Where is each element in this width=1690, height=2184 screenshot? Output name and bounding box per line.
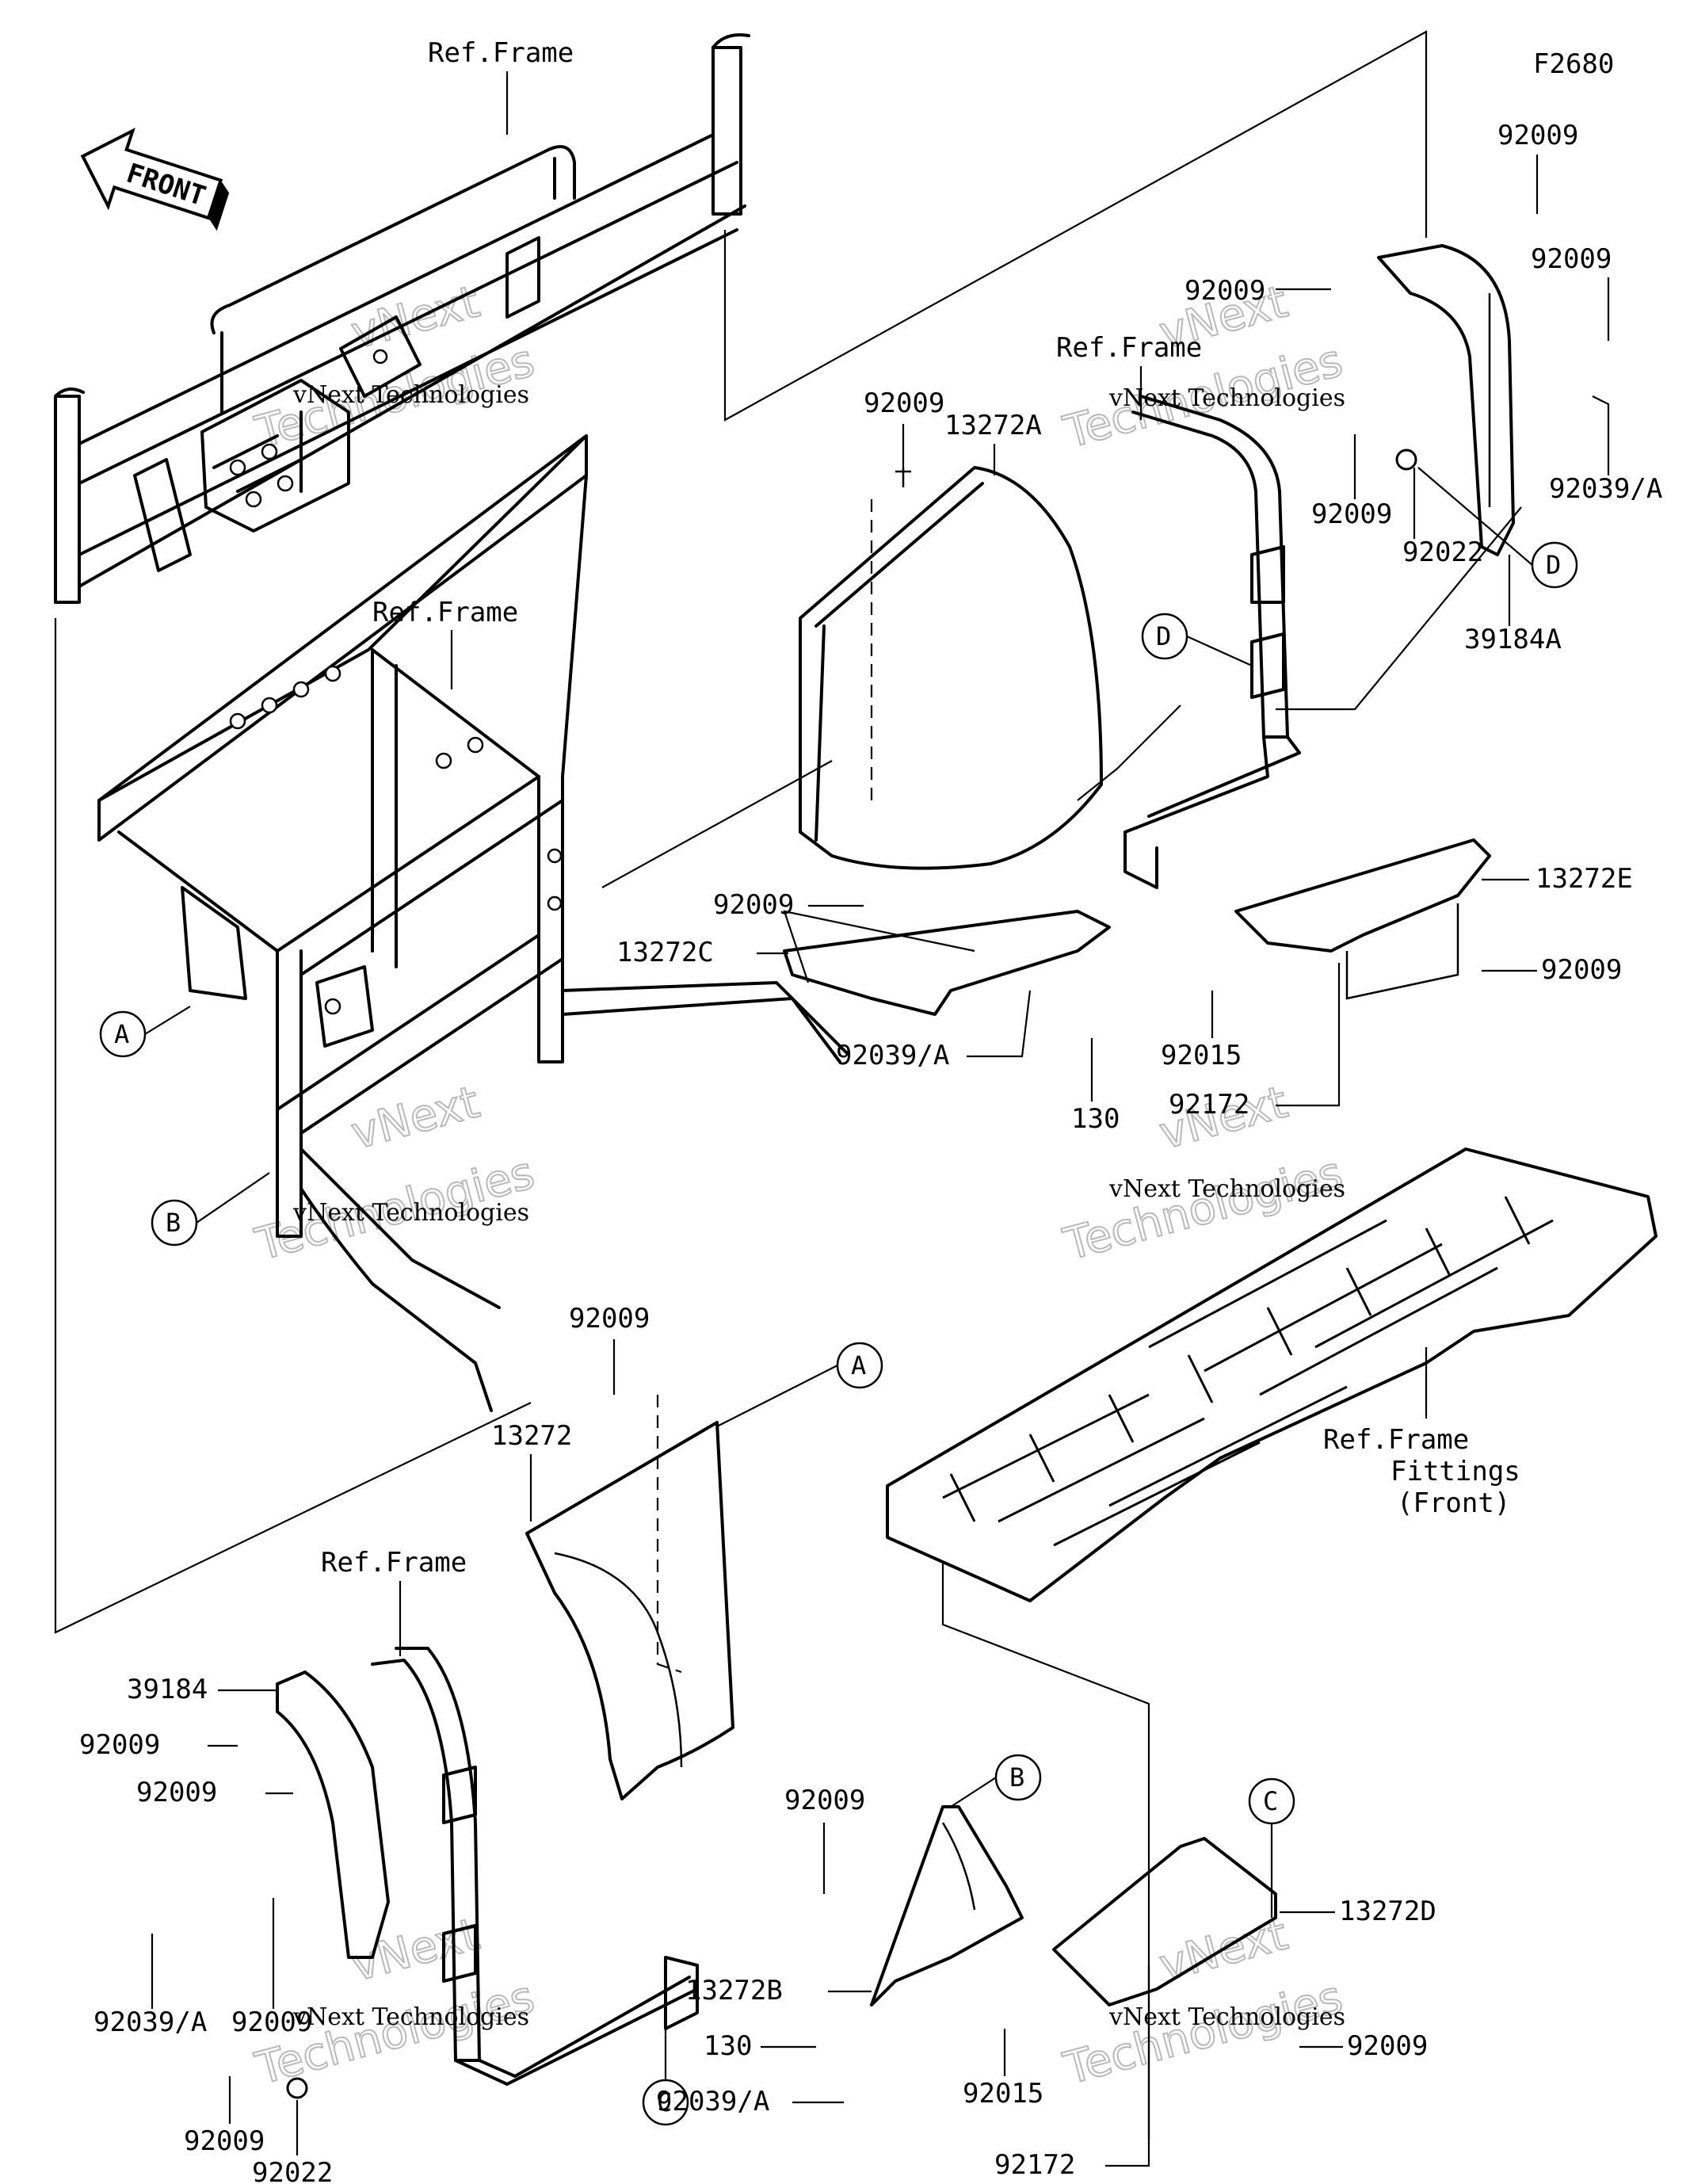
callout-b-left: B (151, 1172, 270, 1247)
part-label-92039A-c: 92039/A (93, 2006, 207, 2038)
watermark-big-bottom: Technologies (1059, 1147, 1348, 1271)
part-label-130-a: 130 (1071, 1103, 1120, 1135)
washer-92022-a (1395, 449, 1417, 471)
callout-d-right-label: D (1546, 550, 1561, 580)
leader-92172-a (1276, 963, 1341, 1107)
floor-mat (886, 1147, 1658, 1602)
part-label-92022-a: 92022 (1402, 536, 1483, 568)
part-label-92009-i: 92009 (79, 1729, 160, 1761)
part-label-92015-a: 92015 (1161, 1040, 1242, 1071)
panel-13272 (525, 1395, 734, 1800)
part-label-92009-k: 92009 (231, 2006, 312, 2038)
part-label-92009-e: 92009 (1311, 498, 1392, 530)
callout-c-right: C (1248, 1777, 1295, 1918)
callout-a-center: A (716, 1342, 883, 1427)
part-label-92009-m: 92009 (784, 1785, 865, 1816)
panel-13272D (1052, 1837, 1277, 2006)
watermark-big-bottom: Technologies (1059, 1972, 1348, 2095)
part-label-13272: 13272 (491, 1420, 572, 1452)
part-label-92172-a: 92172 (1169, 1089, 1249, 1121)
leader-92039A-a (1592, 395, 1610, 475)
ref-frame-label-top: Ref.Frame (428, 37, 574, 69)
front-arrow: FRONT (80, 128, 230, 231)
part-label-130-b: 130 (704, 2030, 752, 2062)
watermark-top-left: vNext Technologies vNext Technologies (250, 275, 540, 459)
front-arrow-depth (208, 180, 230, 231)
bracket-39184 (276, 1670, 390, 1959)
callout-a-center-label: A (851, 1350, 866, 1380)
frame-main-center (97, 434, 849, 1412)
callout-d-mid-label: D (1156, 621, 1171, 651)
part-label-13272E: 13272E (1535, 863, 1633, 895)
callout-d-right: D (1417, 467, 1578, 589)
frame-ref-lower-left (371, 1647, 699, 2086)
callout-c-left-label: C (657, 2087, 672, 2117)
part-label-92009-l: 92009 (184, 2125, 265, 2157)
callout-b-left-label: B (166, 1208, 181, 1238)
ref-frame-label-lower: Ref.Frame (321, 1547, 467, 1579)
part-label-92039A-b: 92039/A (836, 1040, 949, 1071)
frame-rear-holes (229, 349, 388, 508)
part-label-92172-b: 92172 (994, 2149, 1075, 2181)
watermark-brand: vNext Technologies (292, 2003, 529, 2031)
part-label-92009-j: 92009 (136, 1777, 217, 1808)
part-label-39184A: 39184A (1464, 624, 1562, 655)
panel-13272C (783, 910, 1111, 1016)
callout-c-right-label: C (1263, 1786, 1278, 1816)
callout-b-lower: B (950, 1754, 1042, 1808)
part-label-92039A-d: 92039/A (656, 2086, 769, 2117)
callout-a-left-label: A (114, 1019, 129, 1049)
frame-main-holes (229, 665, 563, 1015)
frame-ref-right (1123, 395, 1301, 889)
watermark-brand: vNext Technologies (1108, 1175, 1345, 1203)
watermark-bottom-right: vNext Technologies vNext Technologies (1058, 1907, 1349, 2095)
part-label-92009-h: 92009 (569, 1303, 650, 1334)
ref-frame-fittings-3: (Front) (1397, 1487, 1510, 1519)
frame-rear-upper (54, 33, 750, 604)
bracket-39184A (1377, 244, 1515, 556)
washer-92022-b (286, 2077, 308, 2099)
part-label-92022-b: 92022 (252, 2157, 333, 2184)
callout-c-left: C (642, 2013, 689, 2126)
part-label-92039A-a: 92039/A (1549, 473, 1662, 505)
part-label-92009-b: 92009 (1497, 120, 1578, 151)
panel-13272E (1234, 838, 1491, 1000)
ref-frame-label-right: Ref.Frame (1056, 332, 1202, 364)
part-label-13272C: 13272C (616, 937, 714, 968)
part-label-92009-n: 92009 (1347, 2030, 1428, 2062)
watermark-big-top: vNext (346, 1908, 485, 1991)
part-label-92015-b: 92015 (963, 2078, 1043, 2110)
callout-d-mid: D (1141, 613, 1253, 667)
watermark-brand: vNext Technologies (292, 1199, 529, 1227)
panel-13272A (799, 466, 1103, 870)
leader-d-link (1276, 506, 1522, 711)
figure-code: F2680 (1533, 48, 1614, 80)
leader-92039A-b (967, 990, 1032, 1058)
part-label-39184: 39184 (127, 1674, 208, 1705)
bolt-92009-a (895, 468, 911, 487)
panel-13272B (870, 1805, 1024, 2006)
part-label-92009-f: 92009 (1541, 954, 1622, 986)
part-label-92009-d: 92009 (1531, 243, 1612, 275)
part-label-92009-a: 92009 (864, 388, 944, 419)
watermark-brand: vNext Technologies (292, 381, 529, 409)
ref-frame-fittings-2: Fittings (1391, 1456, 1520, 1487)
part-label-13272A: 13272A (944, 410, 1042, 441)
watermark-brand: vNext Technologies (1108, 2003, 1345, 2031)
ref-frame-fittings-1: Ref.Frame (1323, 1424, 1469, 1456)
callout-a-left: A (99, 1006, 191, 1058)
part-label-92009-c: 92009 (1185, 275, 1265, 307)
watermark-group: vNext Technologies vNext Technologies vN… (250, 275, 1349, 2095)
part-label-13272D: 13272D (1339, 1896, 1436, 1927)
assembly-lines (54, 30, 1428, 2140)
callout-b-lower-label: B (1009, 1762, 1024, 1793)
part-label-92009-g: 92009 (713, 889, 794, 921)
ref-frame-label-mid: Ref.Frame (372, 597, 518, 628)
part-label-13272B: 13272B (685, 1975, 783, 2006)
